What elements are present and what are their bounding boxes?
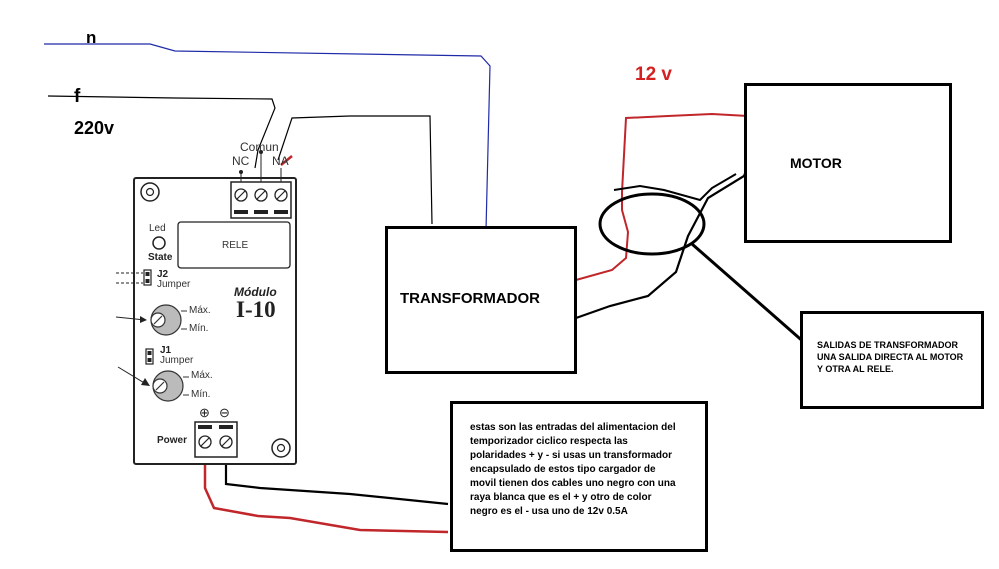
outputs-highlight-ellipse bbox=[598, 192, 706, 256]
phase-wire bbox=[47, 95, 276, 169]
j2-jumper-icon bbox=[143, 269, 152, 286]
neutral-label: n bbox=[86, 28, 97, 47]
j2-label: J2 bbox=[157, 269, 169, 280]
dc-voltage-label: 12 v bbox=[635, 64, 672, 85]
outputs-note-text: SALIDAS DE TRANSFORMADOR UNA SALIDA DIRE… bbox=[817, 340, 964, 374]
relay-component bbox=[177, 221, 291, 269]
mount-hole-icon bbox=[140, 182, 160, 202]
module-title: Módulo bbox=[234, 285, 277, 299]
power-note-box bbox=[450, 401, 708, 552]
pot2-max-label: Máx. bbox=[191, 370, 213, 381]
plus-icon: ⊕ bbox=[199, 405, 210, 420]
transformer-output-wire-black bbox=[575, 165, 750, 320]
voltage-label: 220v bbox=[74, 118, 115, 138]
pot2-min-label: Mín. bbox=[191, 389, 211, 400]
led-label: Led bbox=[149, 223, 166, 234]
outputs-pointer-line bbox=[691, 242, 807, 346]
terminal-na-label: NA bbox=[272, 154, 289, 168]
outputs-note-box bbox=[800, 311, 984, 409]
power-note-text: estas son las entradas del alimentacion … bbox=[470, 422, 676, 517]
motor-label: MOTOR bbox=[790, 155, 842, 171]
transformer-label: TRANSFORMADOR bbox=[400, 290, 540, 307]
led-icon bbox=[152, 236, 166, 250]
power-positive-wire bbox=[203, 456, 449, 534]
terminal-screw-icon bbox=[274, 188, 288, 202]
power-negative-wire bbox=[224, 454, 449, 506]
terminal-screw-icon bbox=[219, 435, 233, 449]
state-label: State bbox=[148, 252, 173, 263]
terminal-screw-icon bbox=[234, 188, 248, 202]
j1-label: J1 bbox=[160, 345, 172, 356]
j2-jumper-label: Jumper bbox=[157, 279, 191, 290]
motor-box bbox=[744, 83, 952, 243]
terminal-screw-icon bbox=[198, 435, 212, 449]
terminal-screw-icon bbox=[254, 188, 268, 202]
phase-label: f bbox=[74, 86, 81, 107]
terminal-nc-label: NC bbox=[232, 154, 250, 168]
minus-icon: ⊖ bbox=[219, 405, 230, 420]
relay-to-transformer-wire bbox=[277, 115, 433, 225]
dc-positive-wire-motor bbox=[575, 112, 749, 281]
relay-label: RELE bbox=[222, 240, 249, 251]
pot1-max-label: Máx. bbox=[189, 305, 211, 316]
power-label: Power bbox=[157, 435, 188, 446]
terminal-common-label: Comun bbox=[240, 140, 279, 154]
transformer-box bbox=[385, 226, 577, 374]
transformer-output-wire-black-2 bbox=[613, 173, 737, 202]
pot1-min-label: Mín. bbox=[189, 323, 209, 334]
j1-jumper-label: Jumper bbox=[160, 355, 194, 366]
j1-jumper-icon bbox=[145, 348, 154, 365]
mount-hole-icon bbox=[271, 438, 291, 458]
neutral-wire bbox=[44, 43, 491, 231]
na-red-stub bbox=[280, 155, 293, 166]
module-model: I-10 bbox=[236, 297, 276, 322]
